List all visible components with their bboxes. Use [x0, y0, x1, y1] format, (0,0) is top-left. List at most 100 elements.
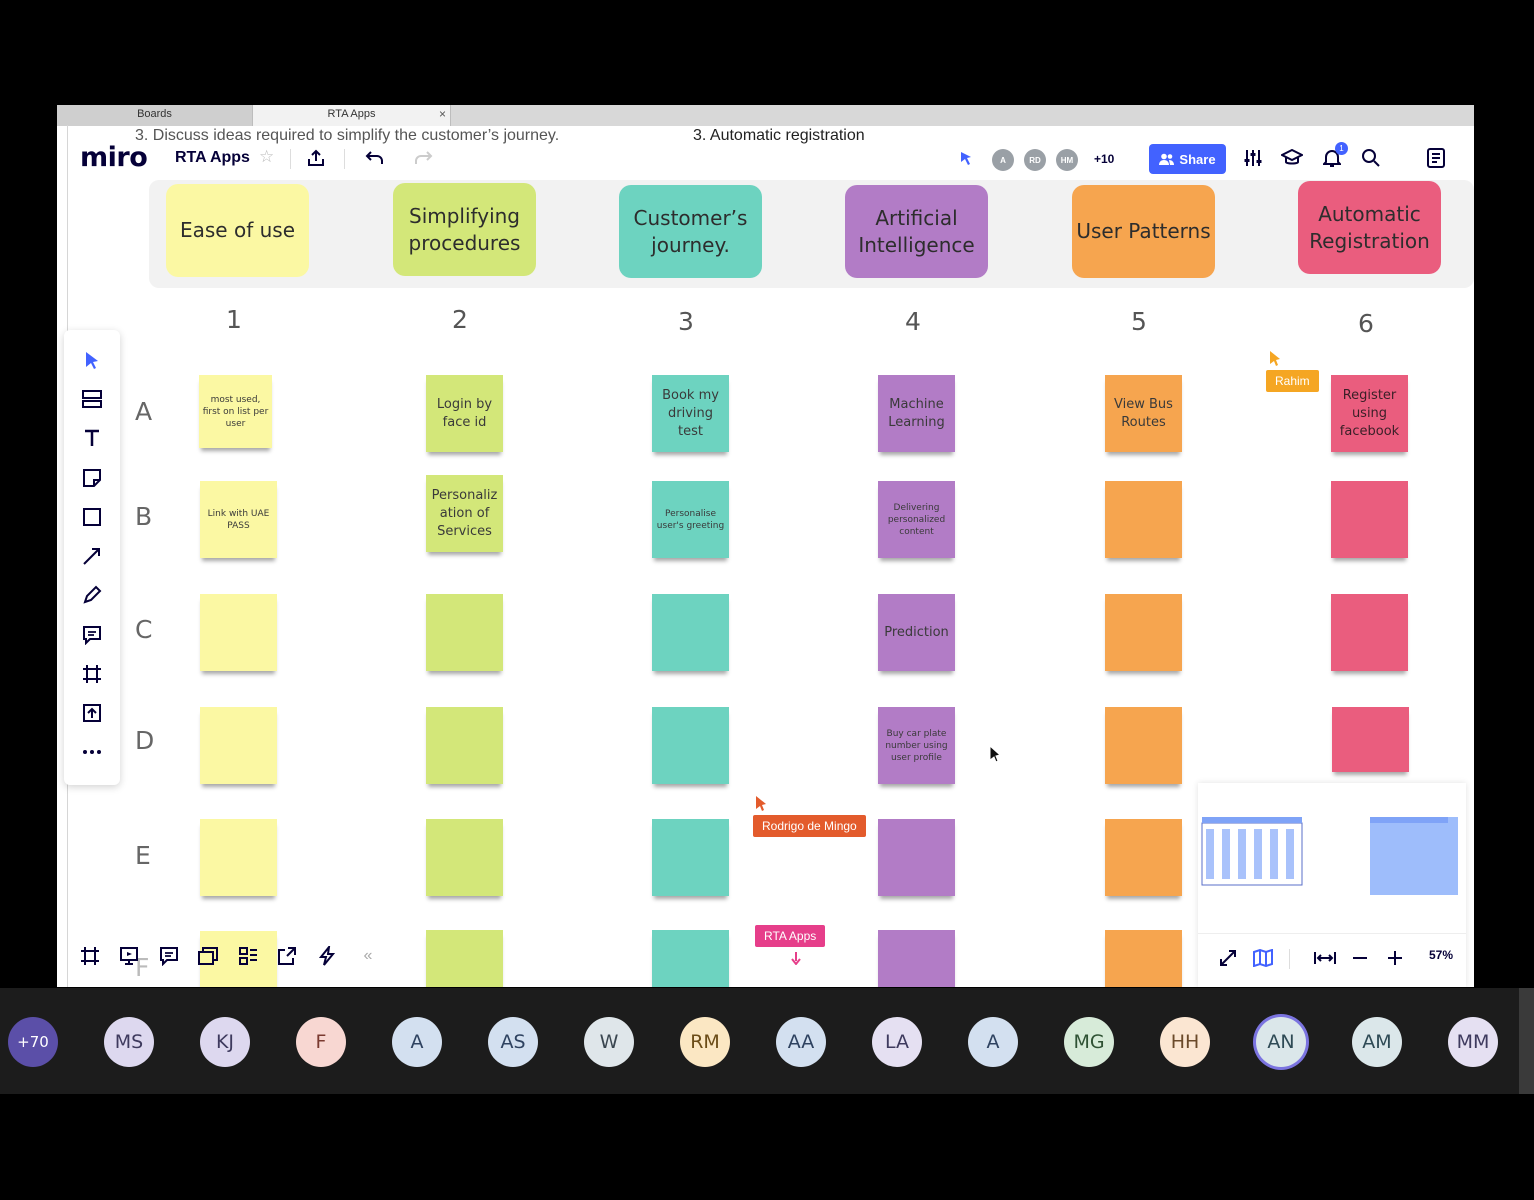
sticky-note[interactable] — [426, 819, 503, 896]
sticky-note[interactable] — [200, 594, 277, 671]
collaborator-avatar[interactable]: A — [992, 149, 1014, 171]
tab-rta-apps[interactable]: RTA Apps× — [253, 105, 451, 126]
sticky-note[interactable] — [652, 930, 729, 987]
learning-cap-icon[interactable] — [1279, 145, 1305, 171]
sticky-note[interactable] — [1331, 481, 1408, 558]
share-button[interactable]: Share — [1149, 144, 1226, 174]
settings-sliders-icon[interactable] — [1240, 145, 1266, 171]
participant-avatar[interactable]: A — [392, 1017, 442, 1067]
collaborator-avatar[interactable]: HM — [1056, 149, 1078, 171]
fullscreen-icon[interactable] — [1215, 945, 1241, 971]
export-icon[interactable] — [303, 145, 329, 171]
sticky-note[interactable]: Personaliz ation of Services — [426, 475, 503, 552]
participant-avatar[interactable]: HH — [1160, 1017, 1210, 1067]
sticky-note[interactable] — [878, 930, 955, 987]
sticky-note[interactable] — [426, 707, 503, 784]
sticky-note[interactable] — [1105, 594, 1182, 671]
category-customers-journey[interactable]: Customer’s journey. — [619, 185, 762, 278]
sticky-note[interactable] — [1331, 594, 1408, 671]
sticky-note[interactable]: Buy car plate number using user profile — [878, 707, 955, 784]
sticky-note[interactable] — [1105, 481, 1182, 558]
sticky-note-icon[interactable] — [78, 464, 106, 492]
sticky-note[interactable]: Login by face id — [426, 375, 503, 452]
sticky-note[interactable]: Machine Learning — [878, 375, 955, 452]
sticky-note[interactable] — [1105, 707, 1182, 784]
sticky-note[interactable] — [426, 594, 503, 671]
category-artificial-intelligence[interactable]: Artificial Intelligence — [845, 185, 988, 278]
sticky-note[interactable] — [1105, 930, 1182, 987]
sticky-note[interactable]: View Bus Routes — [1105, 375, 1182, 452]
sticky-note[interactable] — [878, 819, 955, 896]
search-icon[interactable] — [1358, 145, 1384, 171]
category-user-patterns[interactable]: User Patterns — [1072, 185, 1215, 278]
star-icon[interactable]: ☆ — [259, 147, 275, 166]
participant-avatar[interactable]: F — [296, 1017, 346, 1067]
presentation-icon[interactable] — [116, 943, 142, 969]
sticky-note[interactable] — [652, 594, 729, 671]
sticky-note[interactable] — [200, 819, 277, 896]
more-tools-icon[interactable] — [78, 738, 106, 766]
participant-avatar[interactable]: MG — [1064, 1017, 1114, 1067]
tab-boards[interactable]: Boards — [57, 105, 253, 126]
bell-icon[interactable]: 1 — [1319, 142, 1348, 171]
sticky-note[interactable] — [200, 707, 277, 784]
category-simplifying-procedures[interactable]: Simplifying procedures — [393, 183, 536, 276]
participant-avatar[interactable]: +70 — [8, 1017, 58, 1067]
participant-avatar[interactable]: RM — [680, 1017, 730, 1067]
participant-avatar[interactable]: MM — [1448, 1017, 1498, 1067]
comments-icon[interactable] — [156, 943, 182, 969]
sticky-note[interactable]: Link with UAE PASS — [200, 481, 277, 558]
share-screen-icon[interactable] — [274, 943, 300, 969]
more-collaborators-count[interactable]: +10 — [1094, 152, 1115, 166]
collaborator-avatar[interactable]: RD — [1024, 149, 1046, 171]
category-ease-of-use[interactable]: Ease of use — [166, 184, 309, 277]
redo-icon[interactable] — [410, 145, 436, 171]
miro-logo[interactable]: miro — [80, 142, 148, 173]
sticky-note[interactable]: Register using facebook — [1331, 375, 1408, 452]
text-tool-icon[interactable] — [78, 424, 106, 452]
frames-icon[interactable] — [77, 943, 103, 969]
templates-icon[interactable] — [78, 385, 106, 413]
participants-scrollbar[interactable] — [1519, 988, 1534, 1094]
sticky-note[interactable] — [426, 930, 503, 987]
participant-avatar[interactable]: MS — [104, 1017, 154, 1067]
upload-icon[interactable] — [78, 699, 106, 727]
pen-icon[interactable] — [78, 581, 106, 609]
participant-avatar[interactable]: AS — [488, 1017, 538, 1067]
frame-icon[interactable] — [78, 660, 106, 688]
fit-to-screen-icon[interactable] — [1312, 945, 1338, 971]
connection-line-icon[interactable] — [78, 542, 106, 570]
participant-avatar[interactable]: W — [584, 1017, 634, 1067]
notes-panel-icon[interactable] — [1423, 145, 1449, 171]
lightning-icon[interactable] — [314, 943, 340, 969]
map-icon[interactable] — [1250, 945, 1276, 971]
cursor-follow-icon[interactable] — [953, 145, 979, 171]
board-name[interactable]: RTA Apps — [175, 149, 250, 166]
undo-icon[interactable] — [362, 145, 388, 171]
sticky-note[interactable]: Book my driving test — [652, 375, 729, 452]
collapse-toolbar-icon[interactable]: « — [363, 947, 373, 964]
zoom-in-icon[interactable] — [1382, 945, 1408, 971]
participant-avatar[interactable]: AA — [776, 1017, 826, 1067]
zoom-out-icon[interactable] — [1347, 945, 1373, 971]
minimap-panel[interactable] — [1198, 783, 1466, 987]
kanban-icon[interactable] — [235, 943, 261, 969]
shape-icon[interactable] — [78, 503, 106, 531]
participant-avatar[interactable]: LA — [872, 1017, 922, 1067]
close-icon[interactable]: × — [438, 107, 446, 121]
participant-avatar[interactable]: KJ — [200, 1017, 250, 1067]
sticky-note[interactable]: Delivering personalized content — [878, 481, 955, 558]
cards-icon[interactable] — [195, 943, 221, 969]
sticky-note[interactable] — [652, 819, 729, 896]
sticky-note[interactable] — [652, 707, 729, 784]
category-automatic-registration[interactable]: Automatic Registration — [1298, 181, 1441, 274]
sticky-note[interactable]: most used, first on list per user — [199, 375, 272, 448]
sticky-note[interactable] — [1332, 707, 1409, 772]
sticky-note[interactable]: Prediction — [878, 594, 955, 671]
participant-avatar[interactable]: A — [968, 1017, 1018, 1067]
sticky-note[interactable]: Personalise user's greeting — [652, 481, 729, 558]
zoom-level[interactable]: 57% — [1429, 948, 1454, 962]
participant-avatar[interactable]: AN — [1256, 1017, 1306, 1067]
comment-icon[interactable] — [78, 621, 106, 649]
select-cursor-icon[interactable] — [78, 346, 106, 374]
